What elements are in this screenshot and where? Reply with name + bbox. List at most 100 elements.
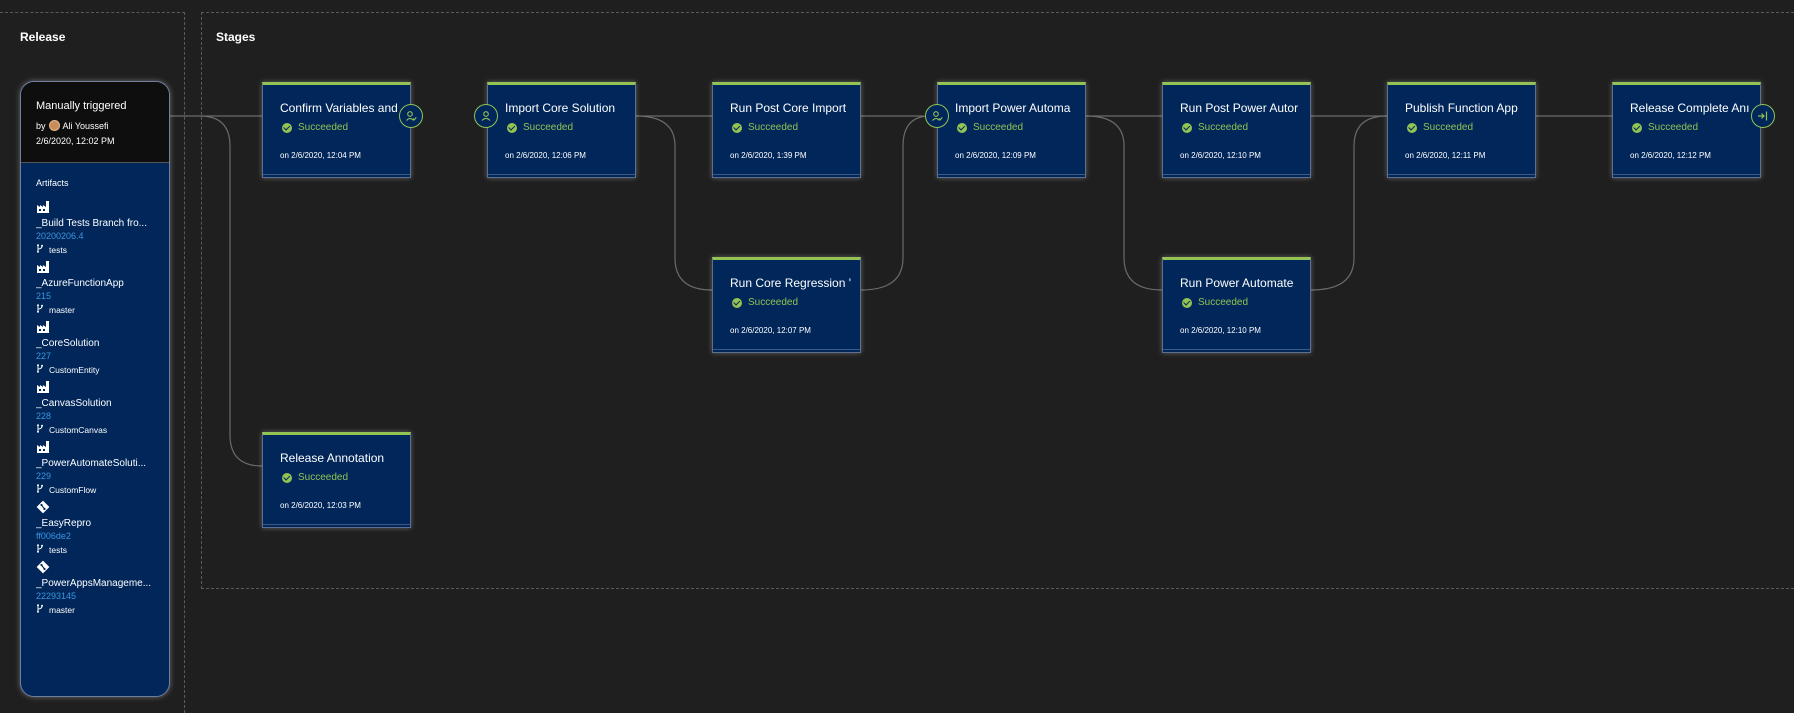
stage-name[interactable]: Run Post Power Autor [1180, 101, 1299, 115]
status-text: Succeeded [523, 122, 574, 133]
stage-status[interactable]: Succeeded [282, 122, 348, 133]
stage-date: on 2/6/2020, 12:06 PM [505, 151, 586, 160]
build-icon [36, 200, 50, 214]
stage-status[interactable]: Succeeded [1632, 122, 1698, 133]
stage-name[interactable]: Release Annotation [280, 451, 385, 465]
pre-deployment-approval-icon[interactable] [474, 104, 498, 128]
artifact-version[interactable]: 228 [36, 411, 52, 421]
build-icon [36, 260, 50, 274]
stage-divider [713, 349, 860, 350]
status-text: Succeeded [748, 297, 799, 308]
stage-date: on 2/6/2020, 12:09 PM [955, 151, 1036, 160]
git-icon [36, 500, 50, 514]
success-check-icon [1632, 122, 1642, 133]
artifact-branch: CustomCanvas [36, 424, 107, 435]
build-icon [36, 320, 50, 334]
artifact-version[interactable]: 20200206.4 [36, 231, 84, 241]
stage-date: on 2/6/2020, 12:10 PM [1180, 326, 1261, 335]
artifact-name[interactable]: _Build Tests Branch fro... [36, 218, 147, 229]
stage-status[interactable]: Succeeded [732, 122, 798, 133]
stage-status[interactable]: Succeeded [732, 297, 798, 308]
artifact-branch: tests [36, 244, 67, 255]
branch-icon [36, 304, 49, 315]
branch-icon [36, 604, 49, 615]
pre-deployment-approval-icon[interactable] [925, 104, 949, 128]
artifact-branch: CustomFlow [36, 484, 96, 495]
artifact-version[interactable]: 227 [36, 351, 52, 361]
stage-name[interactable]: Run Post Core Import [730, 101, 847, 115]
stage-date: on 2/6/2020, 1:39 PM [730, 151, 807, 160]
author-name[interactable]: Ali Youssefi [62, 120, 109, 131]
artifact-name[interactable]: _CoreSolution [36, 338, 100, 349]
stage-status[interactable]: Succeeded [1182, 297, 1248, 308]
success-check-icon [1407, 122, 1417, 133]
success-check-icon [732, 122, 742, 133]
stage-divider [938, 174, 1085, 175]
artifact-name[interactable]: _PowerAutomateSoluti... [36, 458, 147, 469]
stage-name[interactable]: Import Core Solution [505, 101, 616, 115]
artifact-name[interactable]: _CanvasSolution [36, 398, 112, 409]
branch-icon [36, 424, 49, 435]
artifact-branch: master [36, 604, 75, 615]
status-text: Succeeded [298, 122, 349, 133]
stages-section-title: Stages [216, 30, 256, 44]
artifact-branch: CustomEntity [36, 364, 100, 375]
git-icon [36, 560, 50, 574]
branch-name: master [49, 304, 75, 315]
artifact-version[interactable]: 229 [36, 471, 52, 481]
stage-divider [713, 174, 860, 175]
release-panel [0, 12, 185, 713]
stage-divider [263, 524, 410, 525]
stage-name[interactable]: Release Complete Anı [1630, 101, 1750, 115]
artifact-name[interactable]: _EasyRepro [36, 518, 92, 529]
release-summary[interactable]: Manually triggered by Ali Youssefi 2/6/2… [21, 82, 169, 163]
release-card[interactable]: Manually triggered by Ali Youssefi 2/6/2… [20, 81, 170, 697]
release-byline: by Ali Youssefi [36, 120, 109, 131]
post-deployment-gate-icon[interactable] [1751, 104, 1775, 128]
artifact-version[interactable]: ff006de2 [36, 531, 71, 541]
success-check-icon [1182, 297, 1192, 308]
stage-divider [1163, 174, 1310, 175]
stage-name[interactable]: Import Power Automa [955, 101, 1071, 115]
stage-date: on 2/6/2020, 12:03 PM [280, 501, 361, 510]
stage-divider [1613, 174, 1760, 175]
stage-name[interactable]: Publish Function App [1405, 101, 1518, 115]
by-label: by [36, 120, 46, 131]
stage-name[interactable]: Confirm Variables and [280, 101, 398, 115]
artifact-name[interactable]: _AzureFunctionApp [36, 278, 124, 289]
artifact-name[interactable]: _PowerAppsManageme... [36, 578, 152, 589]
stage-status[interactable]: Succeeded [282, 472, 348, 483]
status-text: Succeeded [1648, 122, 1699, 133]
success-check-icon [507, 122, 517, 133]
stage-status[interactable]: Succeeded [507, 122, 573, 133]
stage-status[interactable]: Succeeded [1182, 122, 1248, 133]
stage-name[interactable]: Run Core Regression ' [730, 276, 852, 290]
stage-date: on 2/6/2020, 12:12 PM [1630, 151, 1711, 160]
stage-status[interactable]: Succeeded [957, 122, 1023, 133]
stage-divider [1163, 349, 1310, 350]
artifact-version[interactable]: 22293145 [36, 591, 77, 601]
success-check-icon [957, 122, 967, 133]
branch-icon [36, 364, 49, 375]
artifact-version[interactable]: 215 [36, 291, 52, 301]
release-date: 2/6/2020, 12:02 PM [36, 136, 115, 146]
artifact-branch: tests [36, 544, 67, 555]
status-text: Succeeded [1198, 297, 1249, 308]
post-deployment-approval-icon[interactable] [399, 104, 423, 128]
branch-name: CustomFlow [49, 484, 97, 495]
stage-date: on 2/6/2020, 12:04 PM [280, 151, 361, 160]
status-text: Succeeded [1198, 122, 1249, 133]
stage-status[interactable]: Succeeded [1407, 122, 1473, 133]
stage-divider [1388, 174, 1535, 175]
stage-name[interactable]: Run Power Automate [1180, 276, 1294, 290]
